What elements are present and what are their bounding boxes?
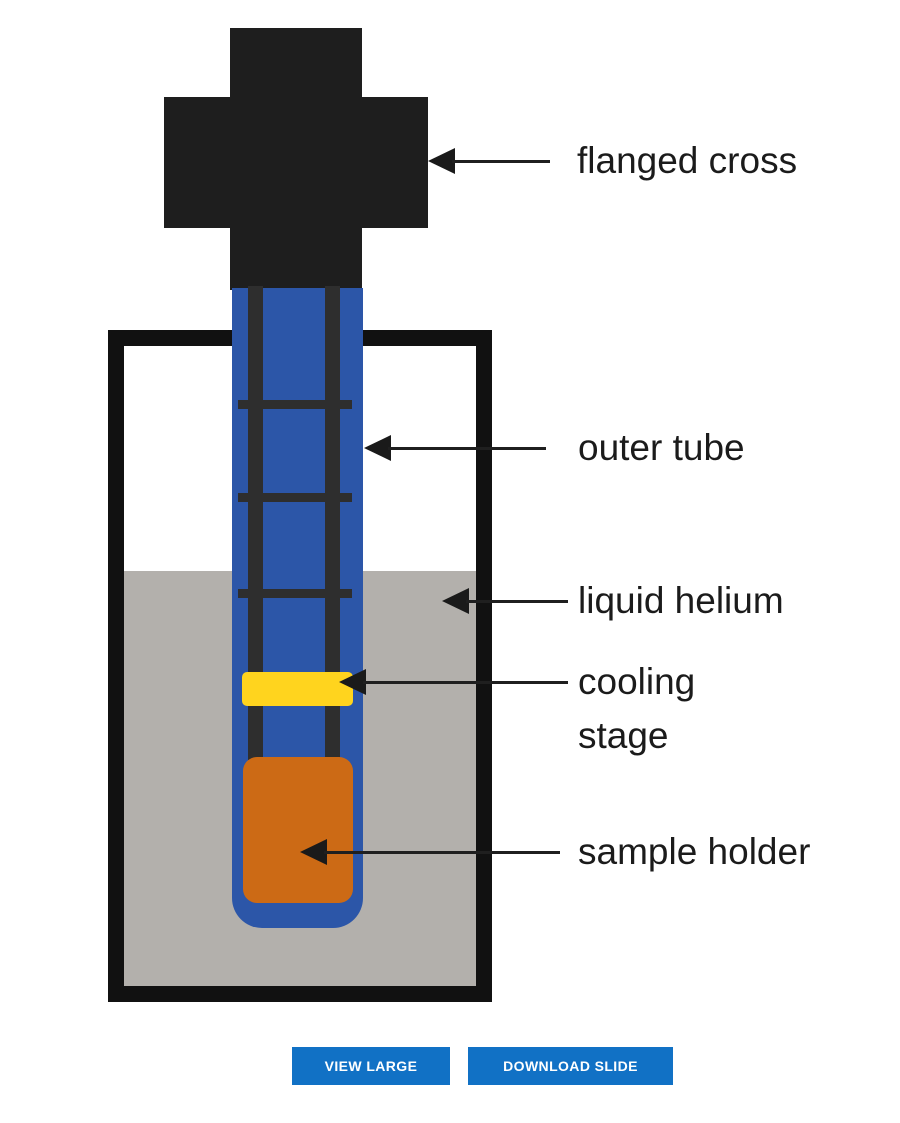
label-outer-tube: outer tube	[578, 427, 745, 468]
tube-baffle-tick	[238, 589, 352, 598]
sample-holder-shape	[243, 757, 353, 903]
tube-baffle-tick	[238, 493, 352, 502]
label-cooling-stage: cooling stage	[578, 661, 696, 756]
arrow-head-icon	[300, 839, 327, 865]
label-sample-holder: sample holder	[578, 831, 811, 872]
liquid-helium-arrow-line	[466, 600, 568, 603]
label-liquid-helium: liquid helium	[578, 580, 784, 621]
flanged-cross-arrow-line	[452, 160, 550, 163]
arrow-head-icon	[428, 148, 455, 174]
arrow-head-icon	[339, 669, 366, 695]
outer-tube-arrow-line	[388, 447, 546, 450]
tube-baffle-tick	[238, 400, 352, 409]
arrow-head-icon	[442, 588, 469, 614]
sample-holder-arrow-line	[324, 851, 560, 854]
view-large-button[interactable]: VIEW LARGE	[292, 1047, 450, 1085]
label-flanged-cross: flanged cross	[577, 140, 798, 181]
download-slide-button[interactable]: DOWNLOAD SLIDE	[468, 1047, 673, 1085]
cooling-stage-shape	[242, 672, 353, 706]
arrow-head-icon	[364, 435, 391, 461]
cooling-stage-arrow-line	[363, 681, 568, 684]
flanged-cross-shape-horizontal	[164, 97, 428, 228]
